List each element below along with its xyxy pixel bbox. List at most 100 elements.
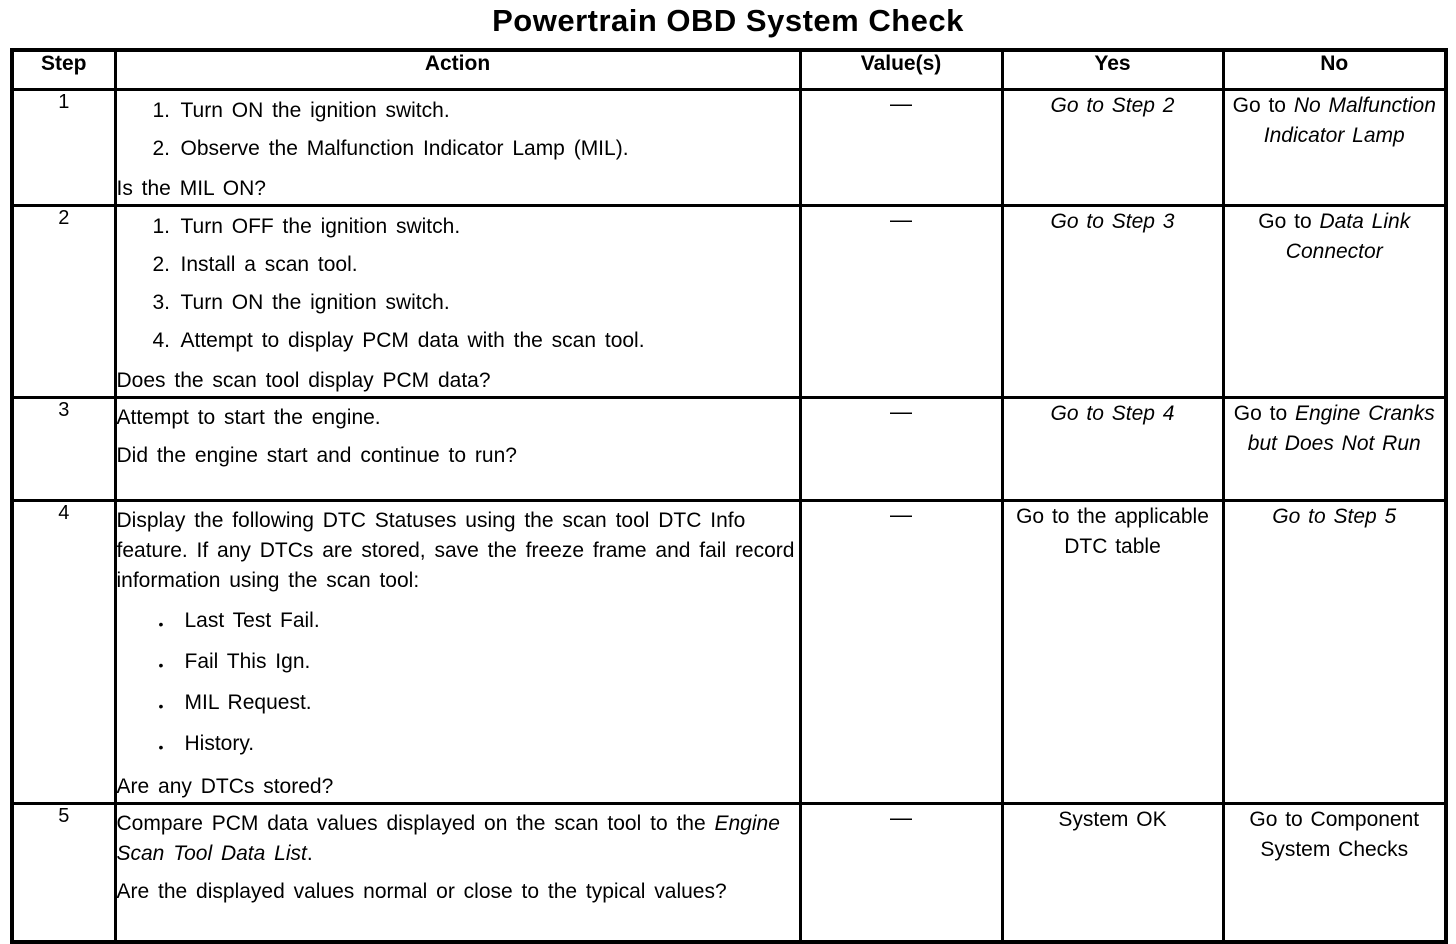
action-text: Are the displayed values normal or close… <box>116 879 727 903</box>
value-cell: — <box>798 801 1004 944</box>
item-text: History. <box>184 731 255 755</box>
no-text: Data Link Connector <box>1285 209 1411 263</box>
action-paragraph: Attempt to start the engine. <box>116 403 797 433</box>
action-cell: Compare PCM data values displayed on the… <box>113 801 802 944</box>
action-cell: 1. Turn OFF the ignition switch. 2. Install… <box>113 203 802 399</box>
action-numbered-item: 1. Turn OFF the ignition switch. <box>152 214 798 240</box>
bullet-icon: • <box>158 697 164 714</box>
step-cell: 1 <box>10 87 117 207</box>
yes-cell: Go to Step 4 <box>1000 395 1225 502</box>
value-dash: — <box>890 804 912 830</box>
action-text: . <box>306 841 313 865</box>
action-paragraph: Does the scan tool display PCM data? <box>116 366 797 395</box>
yes-text: Go to the applicable DTC table <box>1016 504 1209 558</box>
action-text: Engine Scan Tool Data List <box>116 811 780 865</box>
item-text: Observe the Malfunction Indicator Lamp (… <box>180 136 629 160</box>
item-text: Turn ON the ignition switch. <box>180 290 450 314</box>
no-text: Go to <box>1233 401 1295 425</box>
action-text: Does the scan tool display PCM data? <box>116 368 491 392</box>
item-number: 1. <box>152 98 171 122</box>
action-bullet-item: • History. <box>158 731 798 760</box>
no-text: Engine Cranks but Does Not Run <box>1247 401 1435 455</box>
value-cell: — <box>798 395 1004 502</box>
action-text: Attempt to start the engine. <box>116 405 381 429</box>
yes-text: Go to Step 4 <box>1050 401 1175 425</box>
no-cell: Go to Engine Cranks but Does Not Run <box>1221 395 1448 502</box>
yes-cell: System OK <box>1000 801 1225 944</box>
value-dash: — <box>890 398 912 424</box>
no-cell: Go to No Malfunction Indicator Lamp <box>1221 87 1448 207</box>
yes-cell: Go to the applicable DTC table <box>1000 498 1225 805</box>
yes-text: System OK <box>1058 807 1167 831</box>
header-row: Step Action Value(s) Yes No <box>10 48 1448 91</box>
no-text: No Malfunction Indicator Lamp <box>1263 93 1436 147</box>
item-text: Last Test Fail. <box>184 608 320 632</box>
header-values: Value(s) <box>798 48 1004 91</box>
no-cell: Go to Component System Checks <box>1221 801 1448 944</box>
action-cell: 1. Turn ON the ignition switch. 2. Observe … <box>113 87 802 207</box>
no-text: Go to <box>1232 93 1294 117</box>
no-cell: Go to Data Link Connector <box>1221 203 1448 399</box>
action-paragraph: Are any DTCs stored? <box>116 772 797 801</box>
action-paragraph: Is the MIL ON? <box>116 174 797 203</box>
bullet-icon: • <box>158 656 164 673</box>
action-text: Compare PCM data values displayed on the… <box>116 811 715 835</box>
action-text: Are any DTCs stored? <box>116 774 334 798</box>
action-bullet-item: • Last Test Fail. <box>158 608 798 637</box>
value-dash: — <box>890 90 912 116</box>
yes-cell: Go to Step 2 <box>1000 87 1225 207</box>
item-number: 2. <box>152 252 171 276</box>
value-cell: — <box>798 203 1004 399</box>
item-text: MIL Request. <box>184 690 312 714</box>
action-text: Display the following DTC Statuses using… <box>116 508 795 592</box>
item-text: Install a scan tool. <box>180 252 358 276</box>
action-paragraph: Are the displayed values normal or close… <box>116 877 797 907</box>
table-row: 1 1. Turn ON the ignition switch. 2. Observe… <box>10 87 1448 207</box>
header-yes: Yes <box>1000 48 1225 91</box>
bullet-icon: • <box>158 738 164 755</box>
page-title: Powertrain OBD System Check <box>492 3 964 38</box>
action-numbered-item: 1. Turn ON the ignition switch. <box>152 98 798 124</box>
step-cell: 4 <box>10 498 117 805</box>
action-text: Is the MIL ON? <box>116 176 266 200</box>
item-text: Turn OFF the ignition switch. <box>180 214 461 238</box>
item-text: Attempt to display PCM data with the sca… <box>180 328 645 352</box>
action-numbered-item: 2. Observe the Malfunction Indicator Lamp… <box>152 136 798 162</box>
table-header: Step Action Value(s) Yes No <box>10 48 1448 91</box>
table-body: 1 1. Turn ON the ignition switch. 2. Observe… <box>10 87 1448 944</box>
value-dash: — <box>890 501 912 527</box>
item-text: Fail This Ign. <box>184 649 311 673</box>
action-numbered-item: 3. Turn ON the ignition switch. <box>152 290 798 316</box>
header-no: No <box>1221 48 1448 91</box>
no-text: Go to Component System Checks <box>1249 807 1420 861</box>
obd-system-check-table: Step Action Value(s) Yes No 1 1. Turn ON t… <box>10 48 1448 944</box>
item-text: Turn ON the ignition switch. <box>180 98 450 122</box>
value-cell: — <box>798 498 1004 805</box>
action-bullet-item: • Fail This Ign. <box>158 649 798 678</box>
item-number: 1. <box>152 214 171 238</box>
action-bullet-item: • MIL Request. <box>158 690 798 719</box>
action-paragraph: Compare PCM data values displayed on the… <box>116 809 797 869</box>
action-numbered-item: 2. Install a scan tool. <box>152 252 798 278</box>
action-numbered-item: 4. Attempt to display PCM data with the s… <box>152 328 798 354</box>
action-cell: Attempt to start the engine. Did the engi… <box>113 395 802 502</box>
yes-text: Go to Step 2 <box>1050 93 1175 117</box>
value-cell: — <box>798 87 1004 207</box>
step-cell: 3 <box>10 395 117 502</box>
action-text: Did the engine start and continue to run… <box>116 443 517 467</box>
header-step: Step <box>10 48 117 91</box>
action-paragraph: Display the following DTC Statuses using… <box>116 506 797 596</box>
yes-text: Go to Step 3 <box>1050 209 1175 233</box>
step-cell: 5 <box>10 801 117 944</box>
no-text: Go to <box>1258 209 1320 233</box>
item-number: 2. <box>152 136 171 160</box>
yes-cell: Go to Step 3 <box>1000 203 1225 399</box>
action-cell: Display the following DTC Statuses using… <box>113 498 802 805</box>
bullet-icon: • <box>158 615 164 632</box>
item-number: 4. <box>152 328 171 352</box>
item-number: 3. <box>152 290 171 314</box>
